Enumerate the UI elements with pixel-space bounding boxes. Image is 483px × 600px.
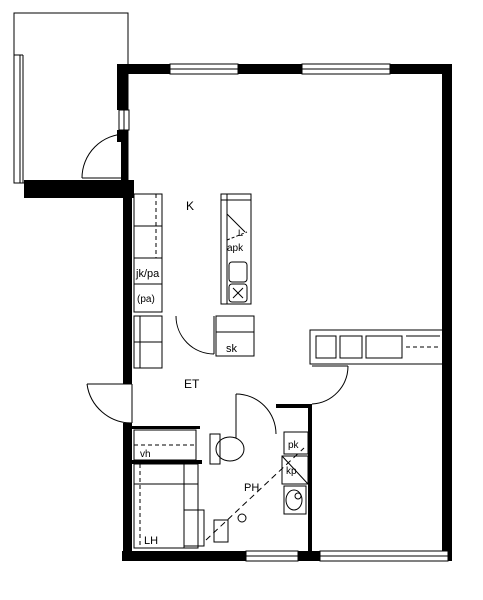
fridge-freezer-label: jk/pa bbox=[135, 268, 160, 280]
kitchen-counter-left bbox=[133, 193, 163, 369]
balcony bbox=[13, 12, 129, 184]
balcony-door bbox=[81, 133, 127, 179]
bottom-windows bbox=[245, 550, 449, 562]
room-label-bathroom: PH bbox=[244, 482, 259, 494]
freezer-label: (pa) bbox=[137, 294, 155, 305]
room-label-hall: ET bbox=[184, 377, 200, 391]
dryer-label: kp bbox=[286, 466, 297, 477]
kitchen-door bbox=[175, 315, 215, 355]
exterior-walls bbox=[24, 64, 452, 561]
dishwasher-label: apk bbox=[227, 243, 244, 254]
bedroom-closet bbox=[133, 463, 199, 549]
washing-machine-label: pk bbox=[288, 440, 300, 451]
cabinet-l-label: L bbox=[238, 228, 243, 238]
kitchen-island bbox=[215, 193, 255, 357]
coat-closet bbox=[133, 429, 197, 461]
coat-closet-label: vh bbox=[140, 449, 151, 460]
bathroom-door bbox=[235, 393, 277, 438]
wardrobe-row bbox=[309, 329, 445, 365]
cooker-label: sk bbox=[226, 343, 238, 355]
top-windows bbox=[169, 63, 391, 75]
entrance-door bbox=[86, 383, 133, 424]
room-label-bedroom: LH bbox=[144, 535, 158, 547]
partition-walls bbox=[132, 404, 312, 554]
wardrobe-door bbox=[311, 365, 349, 405]
left-window bbox=[118, 109, 130, 131]
room-label-kitchen: K bbox=[186, 199, 194, 213]
